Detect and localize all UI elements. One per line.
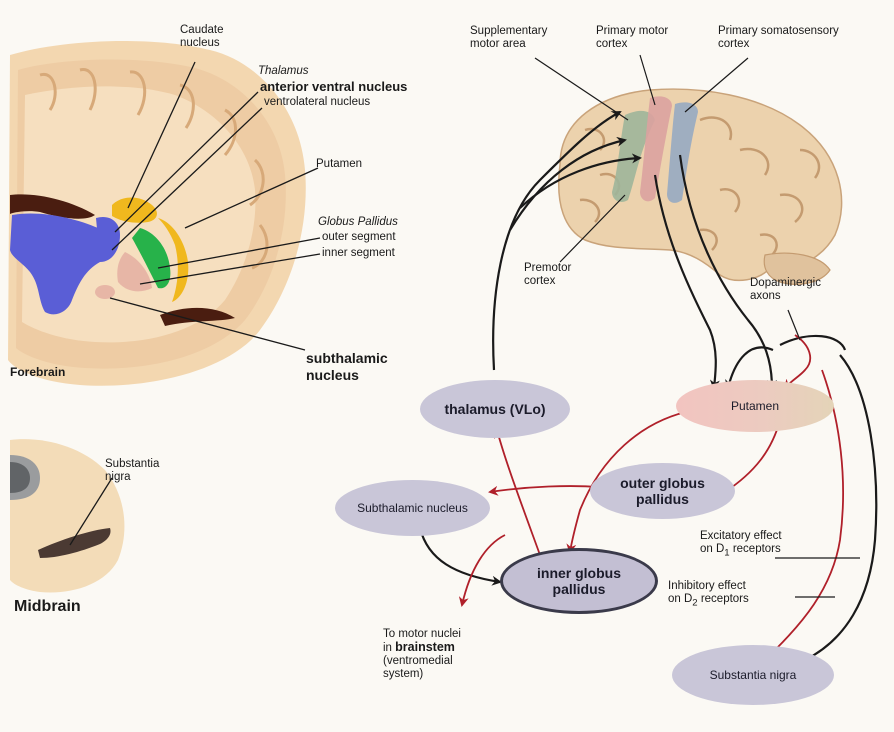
inhibitory-tail: receptors	[697, 593, 749, 605]
to-motor-nuclei-label: To motor nuclei in brainstem(ventromedia…	[383, 628, 461, 681]
inhibitory-label: Inhibitory effect on D2 receptors	[668, 580, 749, 609]
subthalamic-nucleus-node: Subthalamic nucleus	[335, 480, 490, 536]
cortex-leaders	[534, 54, 749, 263]
inner-globus-pallidus-node: inner globus pallidus	[500, 548, 658, 614]
outer-segment-label: outer segment	[322, 231, 396, 243]
inhibitory-sub: 2	[692, 597, 698, 609]
outer-globus-pallidus-node: outer globus pallidus	[590, 463, 735, 519]
midbrain-section	[10, 439, 125, 593]
substantia-nigra-node: Substantia nigra	[672, 645, 834, 705]
globus-pallidus-heading: Globus Pallidus	[318, 216, 398, 228]
thalamus-heading-label: Thalamus	[258, 65, 309, 77]
forebrain-leaders	[69, 61, 321, 546]
supplementary-motor-label: Supplementary motor area	[470, 25, 548, 50]
forebrain-section	[8, 40, 306, 386]
primary-motor-label: Primary motor cortex	[596, 25, 669, 50]
excitatory-arrows	[418, 111, 878, 661]
dopaminergic-label: Dopaminergic axons	[750, 277, 821, 302]
excitatory-sub: 1	[724, 547, 730, 559]
receptor-leaders	[775, 309, 860, 598]
thalamus-vlo-node: thalamus (VLo)	[420, 380, 570, 438]
forebrain-label: Forebrain	[10, 365, 66, 379]
midbrain-label: Midbrain	[14, 598, 81, 615]
inhibitory-text: Inhibitory effect on D	[668, 580, 746, 605]
caudate-nucleus-label: Caudate nucleus	[180, 24, 224, 49]
premotor-label: Premotor cortex	[524, 262, 572, 287]
excitatory-label: Excitatory effect on D1 receptors	[700, 530, 782, 559]
to-motor-text: To motor nuclei in	[383, 628, 461, 654]
subthalamic-nucleus-label: subthalamic nucleus	[306, 350, 388, 383]
anterior-ventral-label: anterior ventral nucleus	[260, 79, 408, 94]
putamen-label: Putamen	[316, 158, 363, 170]
substantia-nigra-label: Substantia nigra	[105, 458, 160, 483]
putamen-node: Putamen	[676, 380, 834, 432]
primary-somatosensory-label: Primary somatosensory cortex	[718, 25, 839, 50]
brainstem-text: brainstem	[395, 640, 455, 654]
ventromedial-text: (ventromedial system)	[383, 655, 453, 680]
brain-lateral	[558, 88, 843, 285]
excitatory-tail: receptors	[729, 543, 781, 555]
excitatory-text: Excitatory effect on D	[700, 530, 782, 555]
inner-segment-label: inner segment	[322, 247, 395, 259]
ventrolateral-label: ventrolateral nucleus	[264, 96, 371, 108]
